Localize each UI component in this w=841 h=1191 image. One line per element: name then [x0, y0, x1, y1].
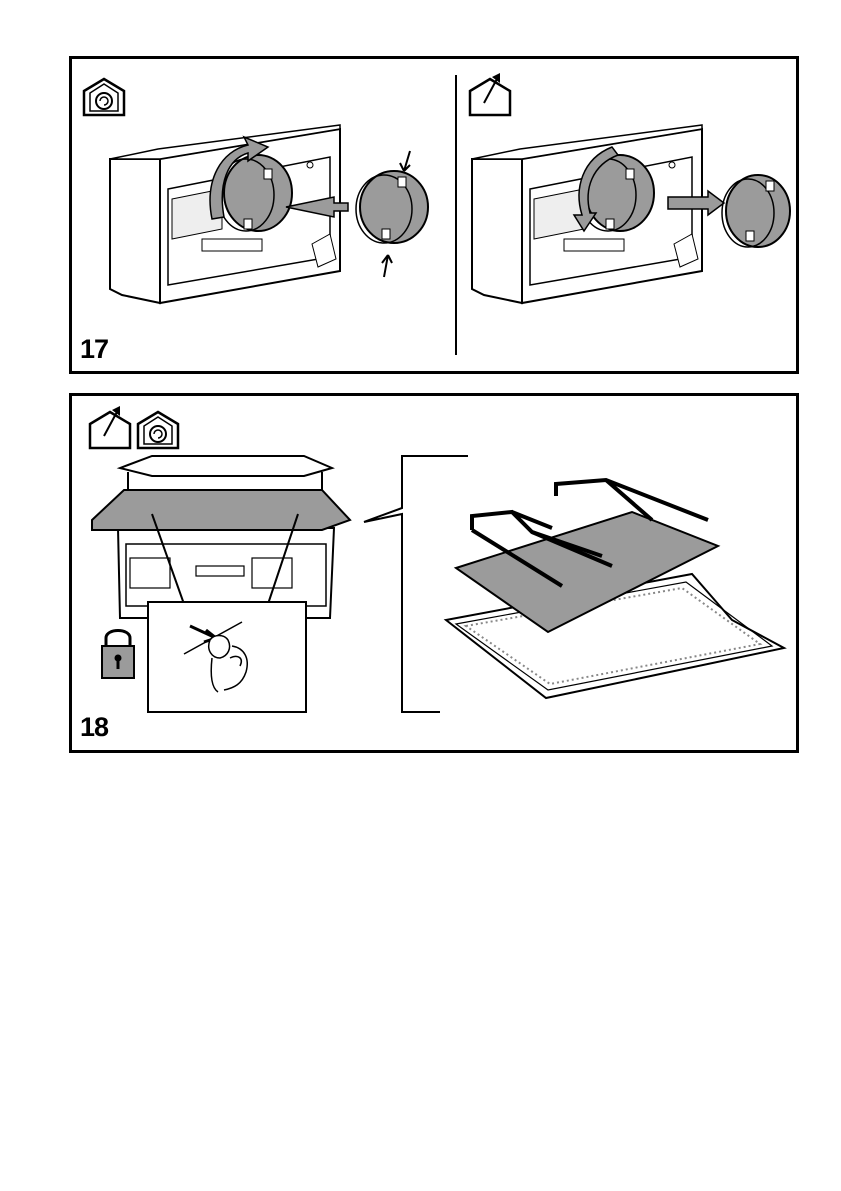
- recirculation-house-icon: [84, 79, 124, 115]
- step-18-illustration: [72, 396, 802, 756]
- grease-filter-panel: [92, 490, 350, 530]
- hood-underside: [118, 456, 334, 618]
- carbon-filter-loose: [360, 171, 428, 243]
- callout-bracket: [364, 456, 468, 712]
- hood-body-recirculation: [110, 125, 340, 303]
- carbon-filter-mounted: [224, 155, 292, 231]
- step-number-17: 17: [80, 334, 108, 365]
- detail-inset-latch: [148, 602, 306, 712]
- step-number-18: 18: [80, 712, 108, 743]
- press-arrow-bottom-icon: [382, 255, 392, 277]
- step-18-panel: 18: [69, 393, 799, 753]
- step-17-illustration: [72, 59, 802, 377]
- padlock-icon: [102, 631, 134, 679]
- press-arrow-top-icon: [400, 151, 410, 171]
- recirculation-house-icon: [138, 412, 178, 448]
- grease-filter-exploded: [446, 480, 784, 698]
- extraction-house-icon: [470, 73, 510, 115]
- step-17-panel: 17: [69, 56, 799, 374]
- extraction-house-icon: [90, 406, 130, 448]
